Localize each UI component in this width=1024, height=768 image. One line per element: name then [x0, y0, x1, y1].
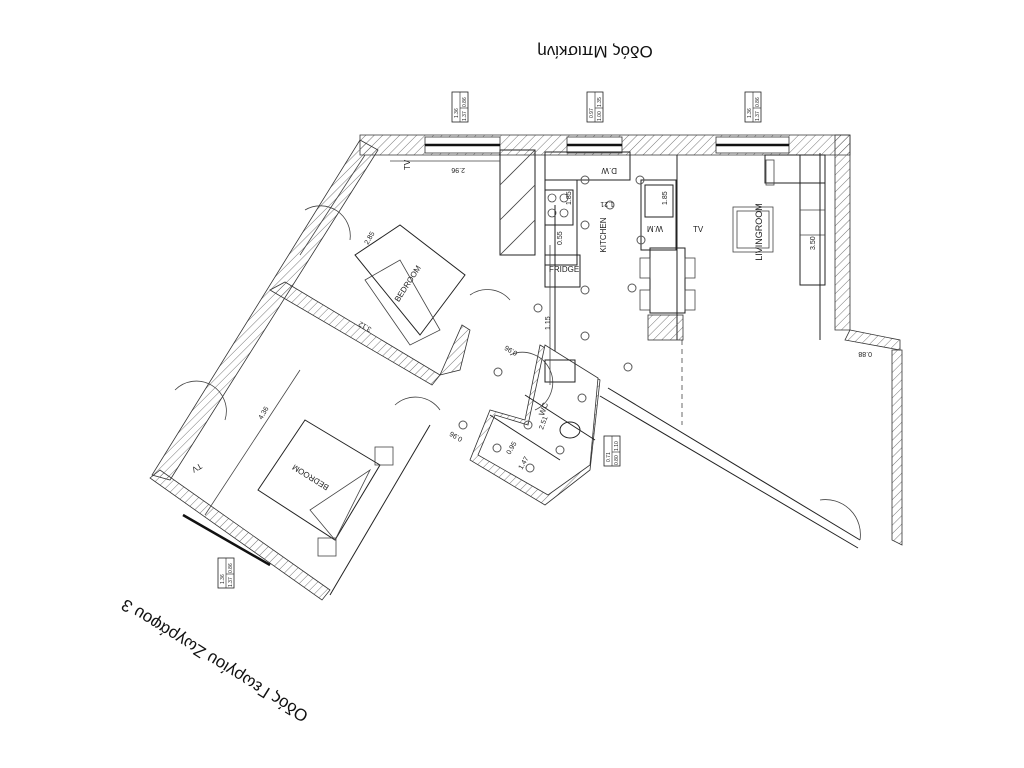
dishwasher-label: D.W — [601, 166, 617, 175]
tv-label: TV — [190, 461, 204, 474]
dimension-label: 1.85 — [662, 191, 669, 205]
sofa — [764, 154, 826, 286]
svg-text:1.37: 1.37 — [228, 577, 234, 587]
dimension-label: 3.50 — [810, 236, 817, 250]
dimension-label: 2.96 — [451, 166, 465, 173]
dimension-label: 2.51 — [538, 415, 549, 430]
toilet-icon — [559, 421, 581, 439]
dimension-label: 1.85 — [566, 191, 573, 205]
dining-table — [649, 247, 686, 314]
fridge-label: FRIDGE — [549, 265, 579, 274]
svg-text:1.36: 1.36 — [220, 574, 226, 584]
exterior-walls — [149, 134, 903, 601]
svg-text:0.97: 0.97 — [589, 108, 595, 118]
svg-text:1.37: 1.37 — [755, 111, 761, 121]
room-label-bedroom: BEDROOM — [393, 264, 423, 304]
bed-2 — [257, 419, 394, 557]
dimension-label: 1.15 — [545, 316, 552, 330]
svg-text:0.86: 0.86 — [228, 563, 234, 573]
dimension-label: 4.36 — [258, 406, 271, 421]
svg-text:0.86: 0.86 — [462, 97, 468, 107]
street-label-top: Οδός Μπισκίνη — [537, 42, 652, 61]
svg-text:0.71: 0.71 — [606, 452, 612, 462]
sink-icon — [544, 359, 576, 383]
tv-label: TV — [403, 159, 412, 170]
svg-text:1.10: 1.10 — [614, 441, 620, 451]
svg-text:0.86: 0.86 — [755, 97, 761, 107]
tv-label: TV — [693, 225, 704, 234]
windows — [182, 136, 790, 567]
washing-machine-label: W.M — [647, 224, 663, 233]
window-tag: 1.36 1.37 0.86 — [217, 557, 235, 589]
window-tag: 0.97 1.00 1.35 — [586, 91, 604, 123]
svg-text:1.37: 1.37 — [462, 111, 468, 121]
window-tag: 1.36 1.37 0.86 — [451, 91, 469, 123]
svg-text:0.80: 0.80 — [614, 455, 620, 465]
window-tag: 1.36 1.37 0.86 — [744, 91, 762, 123]
dimension-label: 0.88 — [858, 350, 872, 357]
room-label-wc: WC — [537, 401, 550, 417]
svg-text:1.00: 1.00 — [597, 111, 603, 121]
coffee-table — [732, 206, 774, 253]
dimension-label: 2.85 — [364, 231, 377, 246]
svg-text:1.35: 1.35 — [597, 97, 603, 107]
bed-1 — [354, 224, 466, 346]
room-label-kitchen: KITCHEN — [599, 217, 608, 252]
ceiling-lights — [458, 175, 646, 473]
window-tag: 0.71 0.80 1.10 — [603, 435, 621, 467]
dimension-label: 1.21 — [600, 200, 614, 207]
svg-text:1.36: 1.36 — [747, 108, 753, 118]
kitchen-counters — [499, 149, 696, 341]
room-label-livingroom: LIVINGROOM — [754, 203, 764, 261]
doors — [174, 205, 861, 541]
dimension-label: 0.55 — [557, 231, 564, 245]
street-label-bottom: Οδός Γεωργίου Ζωγράφου 3 — [118, 595, 312, 726]
dimension-label: 0.96 — [449, 429, 464, 442]
svg-text:1.36: 1.36 — [454, 108, 460, 118]
room-label-bedroom: BEDROOM — [290, 462, 330, 492]
dimension-label: 0.96 — [504, 343, 519, 356]
